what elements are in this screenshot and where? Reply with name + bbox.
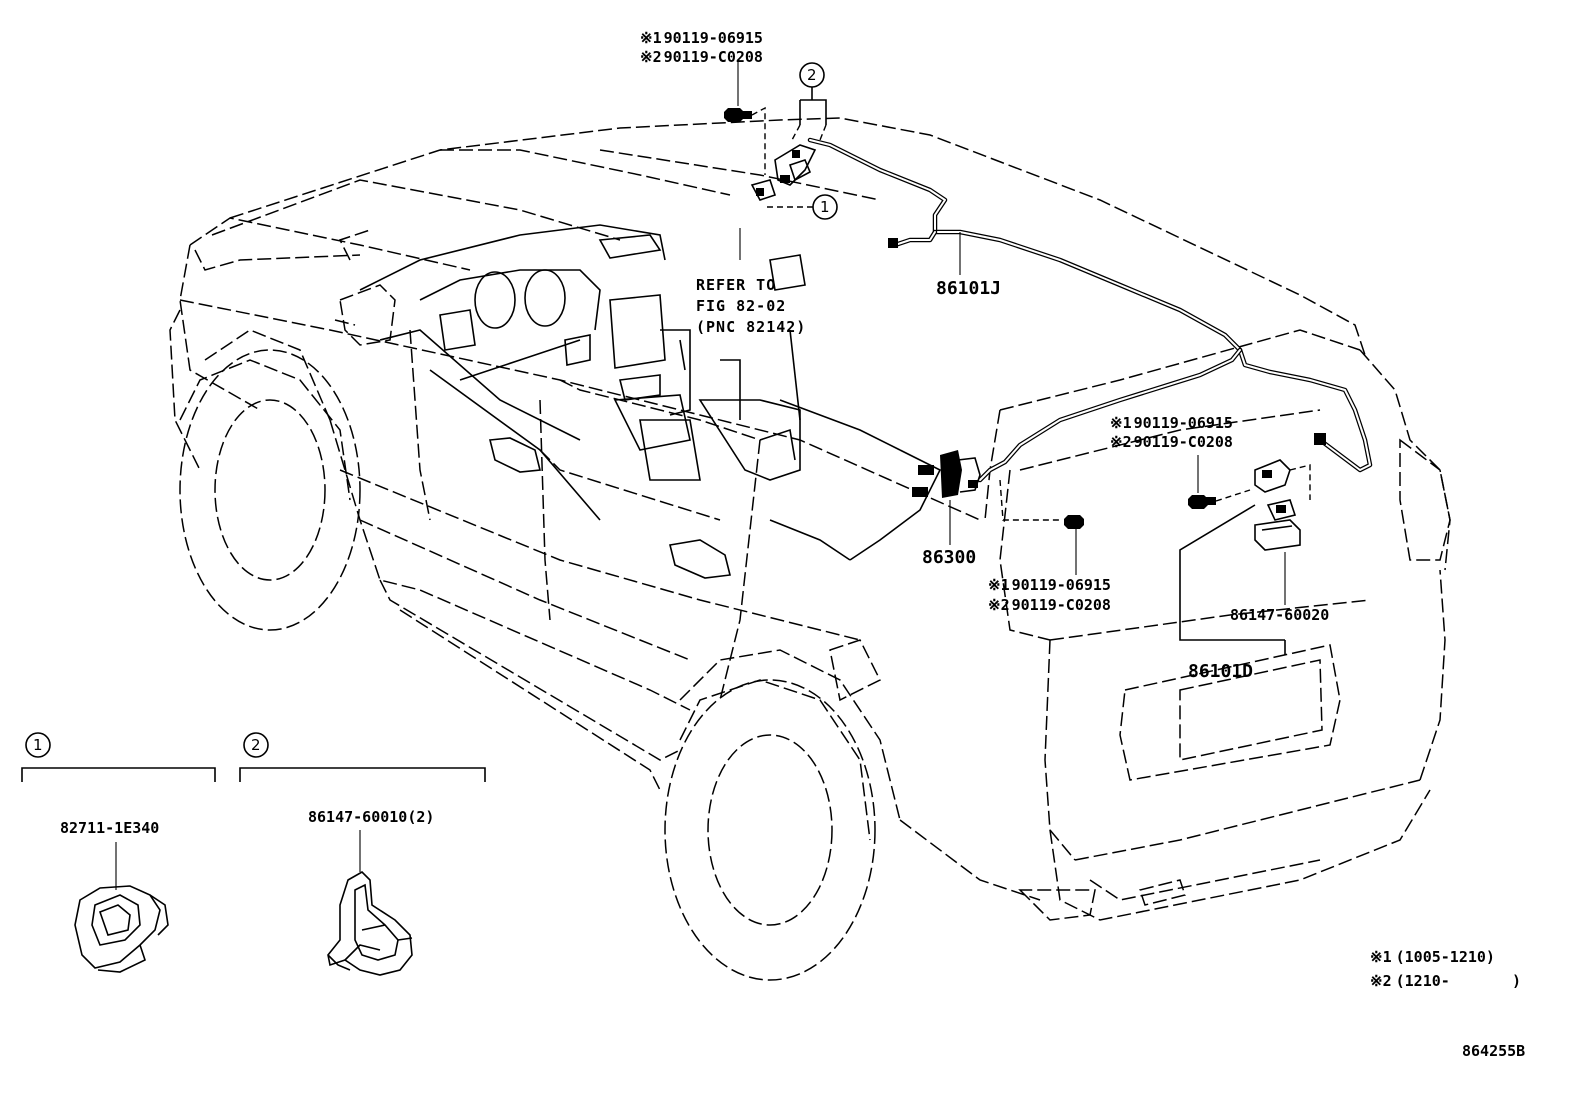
- refer-line-2: FIG 82-02: [696, 297, 786, 315]
- legend: ※1(1005-1210) ※2(1210- ): [1370, 948, 1521, 990]
- amplifier-86300: [912, 450, 1060, 545]
- clamp-part-86147: [327, 871, 413, 976]
- legend-text-2: (1210-: [1396, 972, 1450, 990]
- bolt-top-mark-2: ※2: [640, 48, 662, 66]
- bolt-center-mark-2: ※2: [988, 596, 1010, 614]
- callout-1-marker: 1: [739, 194, 838, 260]
- bolt-center-mark-1: ※1: [988, 576, 1010, 594]
- detail-2-part-number: 86147-60010(2): [308, 808, 434, 826]
- bolt-top-part-2: 90119-C0208: [664, 48, 763, 66]
- callout-2-marker: 2: [791, 62, 827, 141]
- bolt-right-part-1: 90119-06915: [1134, 414, 1233, 432]
- figure-code: 864255B: [1462, 1042, 1525, 1060]
- sensor-part-82711: [74, 885, 169, 973]
- bolt-top-part-1: 90119-06915: [664, 29, 763, 47]
- interior-dashboard: [359, 224, 942, 579]
- detail-1-number: 1: [33, 736, 43, 754]
- bolt-right-mark-1: ※1: [1110, 414, 1132, 432]
- legend-close-paren: ): [1512, 972, 1521, 990]
- label-86300: 86300: [922, 547, 976, 568]
- bolt-center-part-2: 90119-C0208: [1012, 596, 1111, 614]
- callout-1-number: 1: [820, 198, 830, 216]
- label-86147-60020: 86147-60020: [1230, 606, 1329, 624]
- bolt-right-mark-2: ※2: [1110, 433, 1132, 451]
- vehicle-outline: [169, 117, 1451, 921]
- callout-2-number: 2: [807, 66, 817, 84]
- refer-line-3: (PNC 82142): [696, 318, 806, 336]
- svg-text:※2(1210-: ※2(1210-: [1370, 972, 1450, 990]
- roof-connector-cluster: [750, 144, 817, 201]
- detail-2-number: 2: [251, 736, 261, 754]
- bolt-center-part-1: 90119-06915: [1012, 576, 1111, 594]
- bolt-center: [1064, 515, 1084, 575]
- detail-2: 2 86147-60010(2): [239, 732, 486, 976]
- roof-harness-86101J: [807, 137, 1373, 483]
- bolt-top-mark-1: ※1: [640, 29, 662, 47]
- bolt-top: [724, 62, 766, 175]
- detail-1: 1 82711-1E340: [21, 732, 216, 973]
- bolt-right-part-2: 90119-C0208: [1134, 433, 1233, 451]
- refer-line-1: REFER TO: [696, 276, 776, 294]
- rear-connectors: [1179, 459, 1311, 655]
- legend-text-1: (1005-1210): [1396, 948, 1495, 966]
- label-86101D: 86101D: [1188, 661, 1253, 682]
- label-86101J: 86101J: [936, 278, 1001, 299]
- front-wheel: [179, 349, 361, 631]
- legend-mark-2: ※2: [1370, 972, 1392, 990]
- refer-note: REFER TO FIG 82-02 (PNC 82142): [696, 276, 806, 336]
- legend-mark-1: ※1: [1370, 948, 1392, 966]
- detail-1-part-number: 82711-1E340: [60, 819, 159, 837]
- rear-wheel: [664, 679, 876, 981]
- svg-text:※1(1005-1210): ※1(1005-1210): [1370, 948, 1495, 966]
- bolt-right: [1188, 455, 1251, 509]
